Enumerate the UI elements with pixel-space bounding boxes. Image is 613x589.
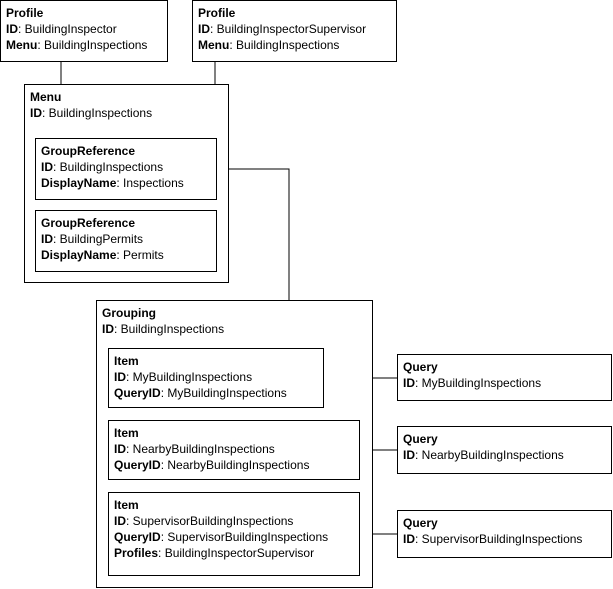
item-id-row: ID: SupervisorBuildingInspections bbox=[114, 514, 294, 528]
group-reference-box-permits: GroupReference ID: BuildingPermits Displ… bbox=[35, 210, 217, 272]
profile-menu-row: Menu: BuildingInspections bbox=[6, 38, 148, 52]
group-reference-display-row: DisplayName: Inspections bbox=[41, 176, 184, 190]
menu-id-label: ID bbox=[30, 106, 42, 120]
item-query-row: QueryID: SupervisorBuildingInspections bbox=[114, 530, 329, 544]
item-id-value: NearbyBuildingInspections bbox=[132, 442, 275, 456]
query-title: Query bbox=[403, 360, 438, 374]
profile-id-value: BuildingInspectorSupervisor bbox=[216, 22, 367, 36]
item-title: Item bbox=[114, 498, 139, 512]
item-query-value: NearbyBuildingInspections bbox=[167, 458, 310, 472]
profile-id-label: ID bbox=[198, 22, 210, 36]
item-id-label: ID bbox=[114, 370, 126, 384]
item-id-label: ID bbox=[114, 514, 126, 528]
item-query-label: QueryID bbox=[114, 458, 161, 472]
item-query-value: MyBuildingInspections bbox=[167, 386, 287, 400]
group-reference-id-row: ID: BuildingPermits bbox=[41, 232, 144, 246]
item-profiles-row: Profiles: BuildingInspectorSupervisor bbox=[114, 546, 315, 560]
group-reference-display-row: DisplayName: Permits bbox=[41, 248, 164, 262]
item-id-value: SupervisorBuildingInspections bbox=[132, 514, 294, 528]
profile-title: Profile bbox=[198, 6, 236, 20]
group-reference-display-label: DisplayName bbox=[41, 176, 117, 190]
menu-title: Menu bbox=[30, 90, 62, 104]
item-box-my-building-inspections: Item ID: MyBuildingInspections QueryID: … bbox=[108, 348, 324, 408]
profile-menu-label: Menu bbox=[198, 38, 230, 52]
connector-groupref-grouping bbox=[217, 168, 290, 300]
item-title: Item bbox=[114, 354, 139, 368]
group-reference-title: GroupReference bbox=[41, 216, 136, 230]
item-query-value: SupervisorBuildingInspections bbox=[167, 530, 329, 544]
query-id-value: NearbyBuildingInspections bbox=[421, 448, 564, 462]
item-title: Item bbox=[114, 426, 139, 440]
profile-menu-label: Menu bbox=[6, 38, 38, 52]
group-reference-display-value: Inspections bbox=[123, 176, 184, 190]
query-id-value: SupervisorBuildingInspections bbox=[421, 532, 583, 546]
profile-id-label: ID bbox=[6, 22, 18, 36]
query-title: Query bbox=[403, 432, 438, 446]
item-profiles-label: Profiles bbox=[114, 546, 159, 560]
profile-menu-value: BuildingInspections bbox=[236, 38, 340, 52]
item-id-row: ID: NearbyBuildingInspections bbox=[114, 442, 275, 456]
item-query-row: QueryID: NearbyBuildingInspections bbox=[114, 458, 310, 472]
item-query-label: QueryID bbox=[114, 386, 161, 400]
profile-menu-value: BuildingInspections bbox=[44, 38, 148, 52]
item-id-row: ID: MyBuildingInspections bbox=[114, 370, 253, 384]
group-reference-display-value: Permits bbox=[123, 248, 164, 262]
profile-menu-row: Menu: BuildingInspections bbox=[198, 38, 340, 52]
query-id-row: ID: NearbyBuildingInspections bbox=[403, 448, 564, 462]
group-reference-id-value: BuildingInspections bbox=[59, 160, 164, 174]
profile-id-value: BuildingInspector bbox=[24, 22, 117, 36]
query-box-my-building-inspections: Query ID: MyBuildingInspections bbox=[397, 354, 612, 401]
item-id-label: ID bbox=[114, 442, 126, 456]
group-reference-id-row: ID: BuildingInspections bbox=[41, 160, 164, 174]
query-id-label: ID bbox=[403, 448, 415, 462]
profile-id-row: ID: BuildingInspectorSupervisor bbox=[198, 22, 367, 36]
query-id-value: MyBuildingInspections bbox=[421, 376, 542, 390]
item-query-row: QueryID: MyBuildingInspections bbox=[114, 386, 287, 400]
profile-box-building-inspector: Profile ID: BuildingInspector Menu: Buil… bbox=[0, 0, 168, 62]
grouping-id-row: ID: BuildingInspections bbox=[102, 322, 225, 336]
query-box-nearby-building-inspections: Query ID: NearbyBuildingInspections bbox=[397, 426, 612, 474]
profile-title: Profile bbox=[6, 6, 44, 20]
grouping-id-label: ID bbox=[102, 322, 114, 336]
query-id-label: ID bbox=[403, 376, 415, 390]
group-reference-box-inspections: GroupReference ID: BuildingInspections D… bbox=[35, 138, 217, 200]
profile-box-building-inspector-supervisor: Profile ID: BuildingInspectorSupervisor … bbox=[192, 0, 397, 62]
item-id-value: MyBuildingInspections bbox=[132, 370, 253, 384]
query-title: Query bbox=[403, 516, 438, 530]
group-reference-id-value: BuildingPermits bbox=[59, 232, 144, 246]
query-box-supervisor-building-inspections: Query ID: SupervisorBuildingInspections bbox=[397, 510, 612, 558]
grouping-id-value: BuildingInspections bbox=[120, 322, 225, 336]
menu-id-row: ID: BuildingInspections bbox=[30, 106, 153, 120]
item-box-nearby-building-inspections: Item ID: NearbyBuildingInspections Query… bbox=[108, 420, 360, 480]
group-reference-display-label: DisplayName bbox=[41, 248, 117, 262]
group-reference-id-label: ID bbox=[41, 232, 53, 246]
item-profiles-value: BuildingInspectorSupervisor bbox=[164, 546, 315, 560]
item-query-label: QueryID bbox=[114, 530, 161, 544]
group-reference-title: GroupReference bbox=[41, 144, 136, 158]
group-reference-id-label: ID bbox=[41, 160, 53, 174]
item-box-supervisor-building-inspections: Item ID: SupervisorBuildingInspections Q… bbox=[108, 492, 360, 576]
profile-id-row: ID: BuildingInspector bbox=[6, 22, 117, 36]
menu-id-value: BuildingInspections bbox=[48, 106, 153, 120]
query-id-label: ID bbox=[403, 532, 415, 546]
query-id-row: ID: MyBuildingInspections bbox=[403, 376, 542, 390]
query-id-row: ID: SupervisorBuildingInspections bbox=[403, 532, 583, 546]
grouping-title: Grouping bbox=[102, 306, 156, 320]
